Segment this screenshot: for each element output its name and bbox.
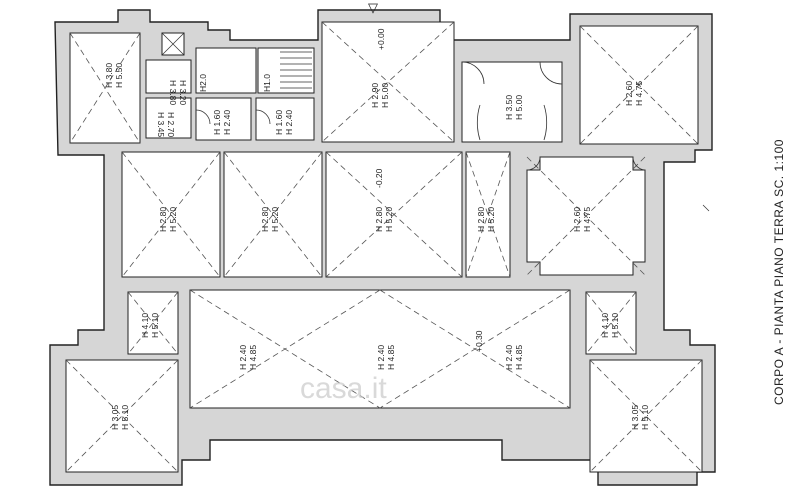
- label-r18a: H 2.40: [376, 345, 386, 370]
- label-r21a: H 3.05: [110, 405, 120, 430]
- label-r9b: H 5.00: [514, 95, 524, 120]
- level-entrance: +0.00: [376, 28, 386, 50]
- room-lower-hall: [189, 289, 571, 409]
- label-r2b: H 3.20: [178, 80, 188, 105]
- room-corridor-h2: [195, 47, 257, 94]
- label-r7b: H 2.40: [284, 110, 294, 135]
- label-r11a: H 2.80: [158, 207, 168, 232]
- label-r22a: H 3.05: [630, 405, 640, 430]
- level-lower-hall: +0.30: [474, 330, 484, 352]
- vault-lines: [65, 21, 703, 473]
- label-r8a: H 2.90: [370, 83, 380, 108]
- label-r17b: H 4.85: [248, 345, 258, 370]
- room-350: [461, 61, 563, 143]
- label-r17a: H 2.40: [238, 345, 248, 370]
- label-r1b: H 5.50: [114, 63, 124, 88]
- label-r12b: H 5.20: [270, 207, 280, 232]
- room-small-160-b: [255, 97, 315, 141]
- label-r15a: H 2.60: [572, 207, 582, 232]
- room-entrance: [321, 21, 455, 143]
- label-r13b: H 5.20: [384, 207, 394, 232]
- stairs-treads: [280, 51, 312, 89]
- room-labels: H 3.80 H 5.50 H 3.80 H 3.20 H 3.45 H 2.7…: [104, 28, 650, 430]
- entrance-marker-icon: ▽: [368, 0, 378, 15]
- label-r7a: H 1.60: [274, 110, 284, 135]
- plan-title: CORPO A - PIANTA PIANO TERRA SC. 1:100: [772, 139, 786, 405]
- label-r15b: H 4.75: [582, 207, 592, 232]
- shaft-cross-b: [161, 32, 185, 56]
- label-r6b: H 2.40: [222, 110, 232, 135]
- label-r2a: H 3.80: [168, 80, 178, 105]
- label-r14a: H 2.80: [476, 207, 486, 232]
- label-r20b: H 5.10: [610, 313, 620, 338]
- label-r3b: H 2.70: [166, 112, 176, 137]
- label-r9a: H 3.50: [504, 95, 514, 120]
- room-small-160-a: [195, 97, 252, 141]
- label-r20a: H 4.10: [600, 313, 610, 338]
- label-r12a: H 2.80: [260, 207, 270, 232]
- label-r4: H2.0: [198, 74, 208, 92]
- room-wc-b: [145, 97, 192, 139]
- watermark: casa.it: [300, 372, 387, 405]
- right-tick-a: [702, 204, 710, 212]
- label-r5: H1.0: [262, 74, 272, 92]
- label-r10a: H 2.60: [624, 81, 634, 106]
- level-central: -0.20: [374, 168, 384, 188]
- label-r21b: H 5.10: [120, 405, 130, 430]
- label-r16a: H 4.10: [140, 313, 150, 338]
- room-wc-a: [145, 59, 192, 94]
- door-swings: [195, 61, 646, 171]
- label-r8b: H 5.00: [380, 83, 390, 108]
- label-r1a: H 3.80: [104, 63, 114, 88]
- label-r6a: H 1.60: [212, 110, 222, 135]
- room-stairs: [257, 47, 315, 94]
- label-r16b: H 5.10: [150, 313, 160, 338]
- label-r14b: H 5.20: [486, 207, 496, 232]
- label-r19b: H 4.85: [514, 345, 524, 370]
- label-r3a: H 3.45: [156, 112, 166, 137]
- label-r19a: H 2.40: [504, 345, 514, 370]
- label-r22b: H 5.10: [640, 405, 650, 430]
- label-r13a: H 2.80: [374, 207, 384, 232]
- label-r18b: H 4.85: [386, 345, 396, 370]
- label-r11b: H 5.20: [168, 207, 178, 232]
- label-r10b: H 4.75: [634, 81, 644, 106]
